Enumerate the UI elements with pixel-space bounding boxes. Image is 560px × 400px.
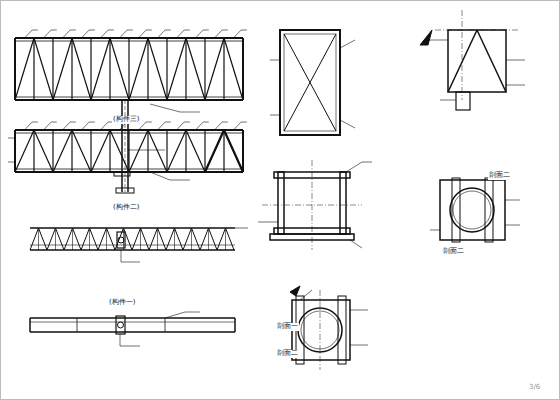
sheet-number: 3/6 bbox=[528, 384, 541, 392]
section-mark: 剖面二 bbox=[442, 248, 465, 256]
linework bbox=[8, 10, 525, 370]
view-title: (构件一) bbox=[108, 299, 136, 307]
view-title: (构件三) bbox=[112, 116, 140, 124]
section-mark: 剖面二 bbox=[276, 350, 299, 358]
section-mark: 剖面二 bbox=[488, 172, 511, 180]
section-mark: 剖面一 bbox=[276, 323, 299, 331]
view-title: (构件二) bbox=[112, 204, 140, 212]
